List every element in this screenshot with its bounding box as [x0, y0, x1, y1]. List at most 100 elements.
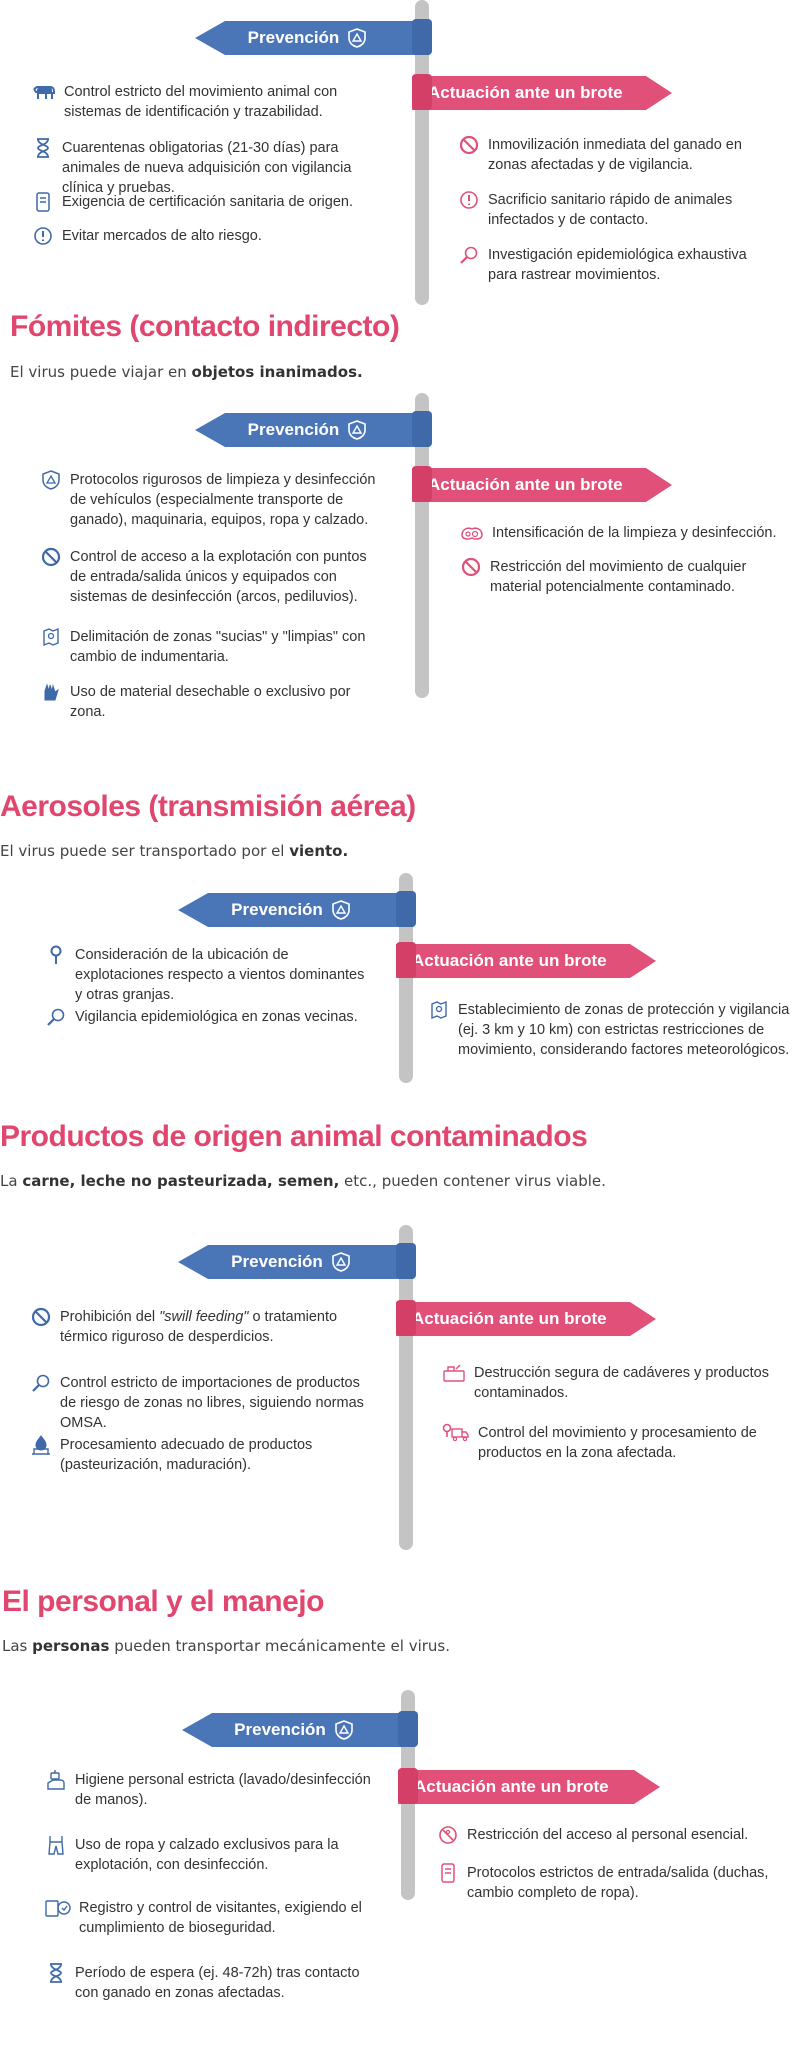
subtitle-bold: personas: [32, 1637, 110, 1655]
shield-warning-icon: [335, 1720, 353, 1740]
section-subtitle: Las personas pueden transportar mecánica…: [2, 1637, 450, 1655]
list-item: Restricción del acceso al personal esenc…: [437, 1825, 777, 1845]
text-part: Prohibición del: [60, 1309, 160, 1325]
list-item-text: Intensificación de la limpieza y desinfe…: [492, 525, 777, 541]
list-item: Exigencia de certificación sanitaria de …: [32, 192, 362, 212]
register-icon: [45, 1898, 71, 1918]
disposal-icon: [442, 1363, 466, 1383]
prevention-sign-cap: [398, 1711, 418, 1747]
list-item: Control estricto del movimiento animal c…: [32, 82, 387, 122]
list-item: Destrucción segura de cadáveres y produc…: [442, 1363, 772, 1403]
subtitle-text: El virus puede ser transportado por el: [0, 842, 290, 860]
prevention-sign-cap: [412, 411, 432, 447]
prevention-label: Prevención: [247, 420, 340, 439]
list-item: Control de acceso a la explotación con p…: [40, 547, 380, 607]
section-title: Productos de origen animal contaminados: [0, 1120, 588, 1153]
list-item: Protocolos estrictos de entrada/salida (…: [437, 1863, 797, 1903]
subtitle-text: Las: [2, 1637, 33, 1655]
prevention-label: Prevención: [247, 28, 340, 47]
list-item-text: Vigilancia epidemiológica en zonas vecin…: [75, 1009, 358, 1025]
list-item: Evitar mercados de alto riesgo.: [32, 226, 362, 246]
magnifier-icon: [30, 1373, 52, 1393]
shield-warning-icon: [348, 420, 367, 440]
list-item-text: Uso de ropa y calzado exclusivos para la…: [75, 1837, 339, 1873]
section-personnel: El personal y el manejo Las personas pue…: [0, 1580, 800, 2046]
list-item: Cuarentenas obligatorias (21-30 días) pa…: [32, 138, 392, 198]
alert-icon: [458, 190, 480, 210]
forbidden-icon: [460, 557, 482, 577]
prevention-label: Prevención: [234, 1720, 326, 1739]
list-item: Uso de ropa y calzado exclusivos para la…: [45, 1835, 365, 1875]
text-emphasis: "swill feeding": [159, 1309, 249, 1325]
list-item-text: Consideración de la ubicación de explota…: [75, 947, 365, 1003]
list-item-text: Establecimiento de zonas de protección y…: [458, 1002, 790, 1058]
list-item-text: Restricción del acceso al personal esenc…: [467, 1827, 749, 1843]
alert-icon: [32, 226, 54, 246]
certificate-icon: [32, 192, 54, 212]
list-item-text: Inmovilización inmediata del ganado en z…: [488, 137, 742, 173]
action-sign-cap: [412, 466, 432, 502]
subtitle-bold: objetos inanimados.: [191, 363, 363, 381]
map-icon: [428, 1000, 450, 1020]
prevention-sign: Prevención: [178, 1245, 404, 1279]
action-sign: Actuación ante un brote: [398, 1770, 660, 1804]
subtitle-text: La: [0, 1172, 23, 1190]
list-item: Establecimiento de zonas de protección y…: [428, 1000, 798, 1060]
subtitle-bold: viento.: [289, 842, 349, 860]
prevention-sign-cap: [396, 1243, 416, 1279]
action-sign: Actuación ante un brote: [396, 1302, 656, 1336]
section-title: Aerosoles (transmisión aérea): [0, 790, 416, 823]
prevention-sign-cap: [396, 891, 416, 927]
list-item-text: Delimitación de zonas "sucias" y "limpia…: [70, 629, 366, 665]
subtitle-text: pueden transportar mecánicamente el viru…: [109, 1637, 450, 1655]
list-item: Inmovilización inmediata del ganado en z…: [458, 135, 758, 175]
list-item: Uso de material desechable o exclusivo p…: [40, 682, 380, 722]
section-title: El personal y el manejo: [2, 1585, 324, 1618]
truck-pin-icon: [442, 1423, 470, 1443]
prevention-label: Prevención: [231, 1252, 323, 1271]
action-label: Actuación ante un brote: [414, 1777, 609, 1796]
subtitle-bold: carne, leche no pasteurizada, semen,: [22, 1172, 340, 1190]
forbidden-icon: [30, 1307, 52, 1327]
cow-icon: [32, 82, 56, 102]
hourglass-icon: [45, 1963, 67, 1983]
list-item-text: Control estricto de importaciones de pro…: [60, 1375, 364, 1431]
list-item: Delimitación de zonas "sucias" y "limpia…: [40, 627, 390, 667]
action-sign: Actuación ante un brote: [412, 468, 672, 502]
map-icon: [40, 627, 62, 647]
list-item: Intensificación de la limpieza y desinfe…: [460, 523, 790, 543]
section-title: Fómites (contacto indirecto): [10, 310, 400, 343]
list-item-text: Protocolos rigurosos de limpieza y desin…: [70, 472, 376, 528]
list-item-text: Prohibición del "swill feeding" o tratam…: [60, 1307, 375, 1347]
list-item-text: Cuarentenas obligatorias (21-30 días) pa…: [62, 140, 352, 196]
shield-warning-icon: [348, 28, 367, 48]
action-label: Actuación ante un brote: [412, 951, 607, 970]
action-sign-cap: [396, 1300, 416, 1336]
action-sign-cap: [396, 942, 416, 978]
processing-icon: [30, 1435, 52, 1455]
section-animal-products: Productos de origen animal contaminados …: [0, 1115, 800, 1565]
shield-warning-icon: [332, 900, 350, 920]
list-item-text: Investigación epidemiológica exhaustiva …: [488, 247, 747, 283]
list-item: Vigilancia epidemiológica en zonas vecin…: [45, 1007, 375, 1027]
list-item-text: Control de acceso a la explotación con p…: [70, 549, 367, 605]
section-subtitle: La carne, leche no pasteurizada, semen, …: [0, 1172, 606, 1190]
forbidden-icon: [458, 135, 480, 155]
action-label: Actuación ante un brote: [428, 83, 623, 102]
list-item: Protocolos rigurosos de limpieza y desin…: [40, 470, 380, 530]
hand-wash-icon: [45, 1770, 67, 1790]
section-fomites: Fómites (contacto indirecto) El virus pu…: [0, 305, 800, 755]
list-item-text: Evitar mercados de alto riesgo.: [62, 228, 262, 244]
list-item-text: Procesamiento adecuado de productos (pas…: [60, 1437, 313, 1473]
list-item-text: Restricción del movimiento de cualquier …: [490, 559, 747, 595]
list-item: Control del movimiento y procesamiento d…: [442, 1423, 800, 1463]
no-entry-person-icon: [437, 1825, 459, 1845]
list-item: Prohibición del "swill feeding" o tratam…: [30, 1307, 375, 1347]
list-item: Investigación epidemiológica exhaustiva …: [458, 245, 758, 285]
list-item-text: Registro y control de visitantes, exigie…: [79, 1900, 362, 1936]
section-subtitle: El virus puede ser transportado por el v…: [0, 842, 348, 860]
list-item: Control estricto de importaciones de pro…: [30, 1373, 370, 1433]
action-sign: Actuación ante un brote: [412, 76, 672, 110]
checklist-icon: [437, 1863, 459, 1883]
prevention-sign: Prevención: [195, 21, 420, 55]
